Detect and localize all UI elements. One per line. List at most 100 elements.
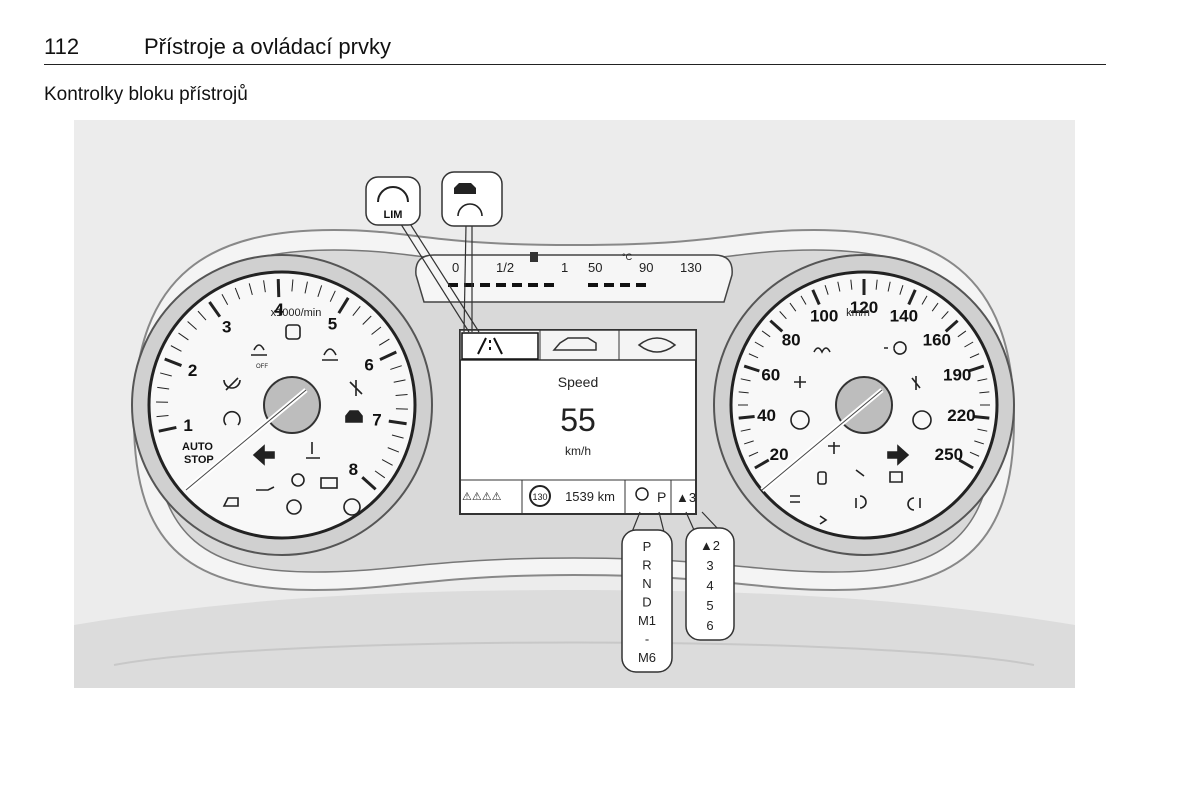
fuel-pump-icon (530, 252, 538, 262)
tab-lane-departure[interactable] (461, 332, 539, 360)
speed-limiter-icon (377, 186, 409, 203)
battery-icon (320, 477, 338, 489)
display-title: Speed (558, 374, 598, 390)
pedestrian-icon (855, 469, 865, 477)
tach-scale-1: 1 (183, 416, 192, 435)
abs-icon (790, 410, 810, 430)
fuel-filter-icon (817, 471, 827, 485)
gear-list-item-5: - (645, 632, 649, 647)
tach-scale-8: 8 (349, 460, 358, 479)
instrument-cluster-figure: 1 2 3 4 5 6 7 8 x1000/min AUTO STOP OFF (74, 120, 1075, 688)
tach-scale-4: 4 (274, 300, 284, 319)
gear-list-item-2: N (642, 576, 651, 591)
section-title: Kontrolky bloku přístrojů (44, 84, 248, 105)
fuel-scale-0: 0 (452, 260, 459, 275)
position-light-icon (819, 515, 828, 525)
gear-list-item-4: M1 (638, 613, 656, 628)
cruise-gauge-icon (457, 203, 483, 217)
cruise-icon (223, 410, 241, 426)
shift-list-item-3: 5 (706, 598, 713, 613)
driver-info-display: Speed 55 km/h ⚠⚠⚠⚠ 130 1539 km P ▲3 (459, 329, 697, 515)
tachometer-hub (263, 376, 321, 434)
chapter-title: Přístroje a ovládací prvky (144, 34, 391, 59)
temp-scale-90: 90 (639, 260, 653, 275)
shift-list-item-1: 3 (706, 558, 713, 573)
lim-label: LIM (384, 209, 403, 221)
display-gear: P (657, 489, 666, 505)
dashboard-lower (74, 590, 1075, 688)
front-fog-icon (855, 495, 867, 509)
stop-start-icon (223, 377, 241, 391)
headlight-icon (884, 341, 907, 355)
speed-limit-sign (529, 485, 551, 507)
oil-icon (256, 486, 275, 491)
speed-scale-40: 40 (757, 406, 776, 425)
eco-leaf-icon (637, 337, 677, 353)
tach-scale-7: 7 (372, 410, 381, 429)
gear-list-item-1: R (642, 558, 651, 573)
speed-limit-value: 130 (532, 492, 547, 502)
brake-icon (343, 498, 361, 516)
gear-list-item-6: M6 (638, 650, 656, 665)
brake-icon (912, 410, 932, 430)
door-icon (889, 471, 903, 483)
temp-scale-130: 130 (680, 260, 702, 275)
coolant-icon (306, 442, 320, 459)
page-number: 112 (44, 34, 80, 59)
callout-speed-limiter: LIM (365, 176, 480, 333)
auto-stop-label-2: STOP (184, 454, 214, 466)
tach-scale-2: 2 (188, 361, 197, 380)
turn-left-icon (252, 444, 275, 466)
fuel-level-bars (448, 283, 554, 287)
speed-scale-250: 250 (935, 445, 963, 464)
lane-departure-icon (477, 337, 503, 355)
high-beam-icon (790, 495, 800, 503)
esp-off-icon: OFF (251, 344, 268, 370)
tach-scale-6: 6 (364, 356, 373, 375)
speed-scale-120: 120 (850, 298, 878, 317)
speed-scale-160: 160 (923, 330, 951, 349)
fuel-temp-gauge: 0 1/2 1 50 °C 90 130 (415, 252, 733, 303)
esp-icon (322, 348, 338, 361)
seatbelt-icon (911, 376, 921, 390)
turn-right-icon (887, 444, 910, 466)
tach-scale-3: 3 (222, 317, 231, 336)
engine-icon (222, 497, 239, 507)
speed-scale-60: 60 (761, 366, 780, 385)
speed-scale-20: 20 (770, 445, 789, 464)
temp-unit: °C (622, 252, 633, 262)
car-icon (345, 410, 363, 423)
airbag-icon (828, 442, 840, 454)
temp-scale-50: 50 (588, 260, 602, 275)
display-speed-unit: km/h (565, 444, 591, 458)
rear-fog-icon (907, 497, 921, 511)
tachometer-unit: x1000/min (271, 307, 322, 319)
page-header: 112 Přístroje a ovládací prvky (44, 34, 1106, 65)
preheat-icon (291, 473, 305, 487)
temp-level-bars (588, 283, 646, 287)
speed-scale-80: 80 (782, 330, 801, 349)
display-speed-value: 55 (560, 402, 596, 438)
fuel-scale-half: 1/2 (496, 260, 514, 275)
tachometer: 1 2 3 4 5 6 7 8 x1000/min AUTO STOP OFF (131, 254, 433, 556)
speed-scale-190: 190 (943, 366, 971, 385)
speed-scale-220: 220 (947, 406, 975, 425)
fuel-scale-full: 1 (561, 260, 568, 275)
tach-scale-5: 5 (328, 314, 337, 333)
preheat-icon (813, 347, 831, 354)
car-tab-icon (552, 337, 597, 351)
auto-stop-label-1: AUTO (182, 441, 213, 453)
ignition-icon (635, 487, 649, 501)
svg-text:OFF: OFF (256, 364, 268, 370)
speedometer-unit: km/h (846, 307, 870, 319)
gear-list-item-3: D (642, 595, 651, 610)
odometer: 1539 km (565, 489, 615, 504)
shift-list-item-0: ▲2 (700, 538, 720, 553)
vehicle-ahead-icon (454, 183, 476, 194)
instrument-cluster-illustration: 1 2 3 4 5 6 7 8 x1000/min AUTO STOP OFF (74, 171, 1075, 688)
shift-list-item-4: 6 (706, 618, 713, 633)
display-recommended-gear: ▲3 (676, 490, 696, 505)
